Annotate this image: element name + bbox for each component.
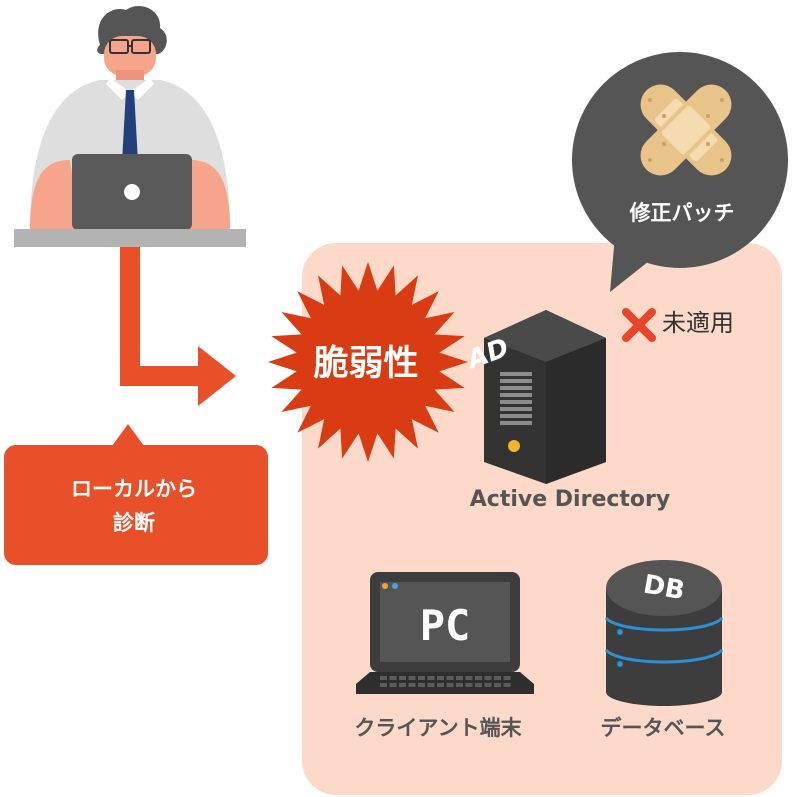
keyboard-key (437, 676, 444, 680)
keyboard-key (503, 683, 511, 687)
server-vent (500, 421, 532, 425)
client-caption: クライアント端末 (354, 716, 522, 740)
person-illustration (14, 6, 246, 247)
patch-label: 修正パッチ (629, 201, 735, 225)
keyboard-key (380, 676, 387, 680)
keyboard-key (465, 676, 473, 680)
keyboard-key (418, 683, 425, 687)
callout-line-1: ローカルから (71, 477, 197, 501)
keyboard-key (475, 676, 482, 680)
keyboard-key (494, 683, 501, 687)
keyboard-key (446, 676, 454, 680)
vulnerability-burst (268, 262, 468, 462)
laptop-icon (356, 572, 534, 694)
database-caption: データベース (600, 716, 726, 740)
cross-icon (622, 308, 656, 342)
server-vent (500, 393, 532, 397)
keyboard-key (418, 676, 425, 680)
keyboard-key (399, 676, 406, 680)
server-vent (500, 414, 532, 418)
keyboard-key (427, 676, 435, 680)
keyboard-key (427, 683, 435, 687)
keyboard-key (437, 683, 444, 687)
keyboard-key (475, 683, 482, 687)
keyboard-key (408, 683, 416, 687)
callout-line-2: 診断 (113, 511, 155, 535)
keyboard-key (465, 683, 473, 687)
diagnosis-arrow (120, 247, 236, 406)
ad-caption: Active Directory (469, 487, 671, 512)
keyboard-key (446, 683, 454, 687)
ad-server-icon (484, 310, 606, 484)
server-vent (500, 407, 532, 411)
keyboard-key (399, 683, 406, 687)
keyboard-key (494, 676, 501, 680)
keyboard-key (503, 676, 511, 680)
server-vent (500, 386, 532, 390)
server-vent (500, 379, 532, 383)
local-diagnosis-callout (4, 424, 268, 565)
bandage-icon (640, 84, 732, 176)
keyboard-key (484, 676, 492, 680)
keyboard-key (484, 683, 492, 687)
not-applied-label: 未適用 (662, 309, 734, 337)
keyboard-key (456, 676, 463, 680)
keyboard-key (408, 676, 416, 680)
vulnerability-label: 脆弱性 (313, 344, 419, 384)
db-badge: DB (641, 570, 687, 607)
server-vent (500, 400, 532, 404)
pc-screen-text: PC (420, 601, 471, 650)
keyboard-key (456, 683, 463, 687)
keyboard-key (380, 683, 387, 687)
server-vent (500, 372, 532, 376)
callout-text: ローカルから 診断 (20, 472, 248, 540)
database-icon (604, 560, 724, 706)
keyboard-key (389, 683, 397, 687)
keyboard-key (389, 676, 397, 680)
